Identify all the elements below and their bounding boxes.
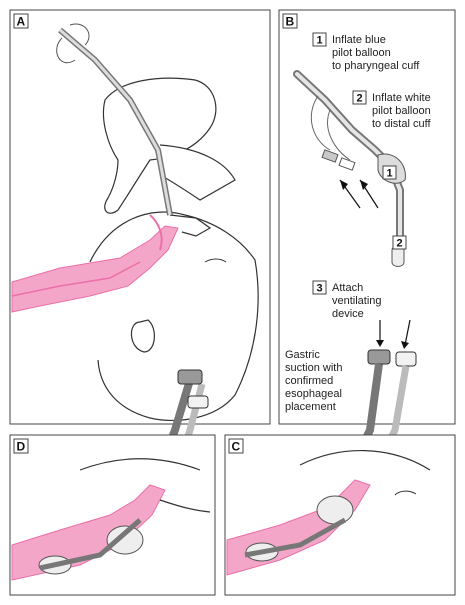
tube-marker-2-box (392, 235, 407, 250)
panel-a-letter: A (17, 15, 26, 29)
panel-d-letter: D (17, 440, 26, 454)
suction-note-line5: placement (285, 401, 336, 413)
panel-a-tube-highlight (59, 28, 172, 216)
step1-number: 1 (317, 35, 323, 47)
panel-c-head-outline (299, 450, 431, 471)
panel-c-letter: C (232, 440, 241, 454)
suction-note-line4: esophageal (285, 388, 342, 400)
suction-note-line1: Gastric (285, 349, 320, 361)
panel-c-letter-box (228, 438, 244, 454)
step3-line3: device (332, 308, 364, 320)
step2-line3: to distal cuff (372, 118, 431, 130)
panel-d-pharyngeal-cuff (106, 525, 144, 555)
step3-line2: ventilating (332, 295, 382, 307)
panel-a-pilot-lines (56, 23, 90, 63)
panel-a-gloved-hand (102, 77, 217, 214)
step3-number-box (312, 280, 327, 295)
panel-c-pharyngeal-cuff (316, 495, 354, 525)
step1-line2: pilot balloon (332, 47, 391, 59)
panel-d-letter-box (13, 438, 29, 454)
panel-c-eye (394, 490, 417, 496)
tube-marker-2: 2 (397, 238, 403, 250)
step2-number-box (352, 90, 367, 105)
white-pilot-balloon (338, 157, 356, 171)
arrow-3-head (376, 340, 384, 347)
port-white-connector (395, 351, 417, 367)
panel-a-pharynx (149, 214, 163, 251)
panel-b-letter: B (286, 15, 295, 29)
panel-a: A (9, 9, 271, 425)
panel-c: C (224, 434, 456, 596)
arrow-2-head (360, 180, 368, 190)
blue-pilot-balloon (321, 149, 339, 163)
panel-d-chin (159, 499, 211, 513)
tube-marker-1: 1 (387, 168, 393, 180)
panel-d-head-outline (79, 458, 201, 471)
panel-a-esophagus-line (11, 261, 141, 297)
step2-line2: pilot balloon (372, 105, 431, 117)
step2-line1: Inflate white (372, 92, 431, 104)
panel-a-letter-box (13, 13, 29, 29)
step3-number: 3 (317, 283, 323, 295)
panel-a-frame (9, 9, 271, 425)
arrow-4-head (401, 341, 409, 349)
step1-number-box (312, 32, 327, 47)
panel-a-second-hand (159, 144, 236, 201)
arrow-1-head (340, 180, 348, 190)
panel-c-tube (244, 517, 347, 558)
port-blue-connector (367, 349, 391, 365)
panel-b-frame (278, 9, 456, 425)
step3-line1: Attach (332, 282, 363, 294)
panel-d: D (9, 434, 216, 596)
panel-a-port-connector (177, 369, 203, 385)
panel-a-eye (204, 258, 227, 263)
panel-b: B 1 Inflate blue pilot balloon to pharyn… (278, 9, 456, 425)
panel-b-letter-box (282, 13, 298, 29)
panel-a-nose (169, 214, 212, 237)
panel-a-head-outline (89, 211, 259, 422)
step1-line3: to pharyngeal cuff (332, 60, 420, 72)
suction-note-line2: suction with (285, 362, 342, 374)
panel-a-airway (11, 225, 179, 313)
arrow-4-shaft (404, 319, 411, 346)
suction-note-line3: confirmed (285, 375, 333, 387)
step2-number: 2 (357, 93, 363, 105)
panel-d-tube (39, 518, 142, 571)
step1-line1: Inflate blue (332, 34, 386, 46)
panel-a-port-connector-2 (187, 395, 209, 409)
panel-a-ear (130, 319, 155, 353)
panel-b-pilot-lines (310, 95, 351, 161)
tube-marker-1-box (382, 165, 397, 180)
